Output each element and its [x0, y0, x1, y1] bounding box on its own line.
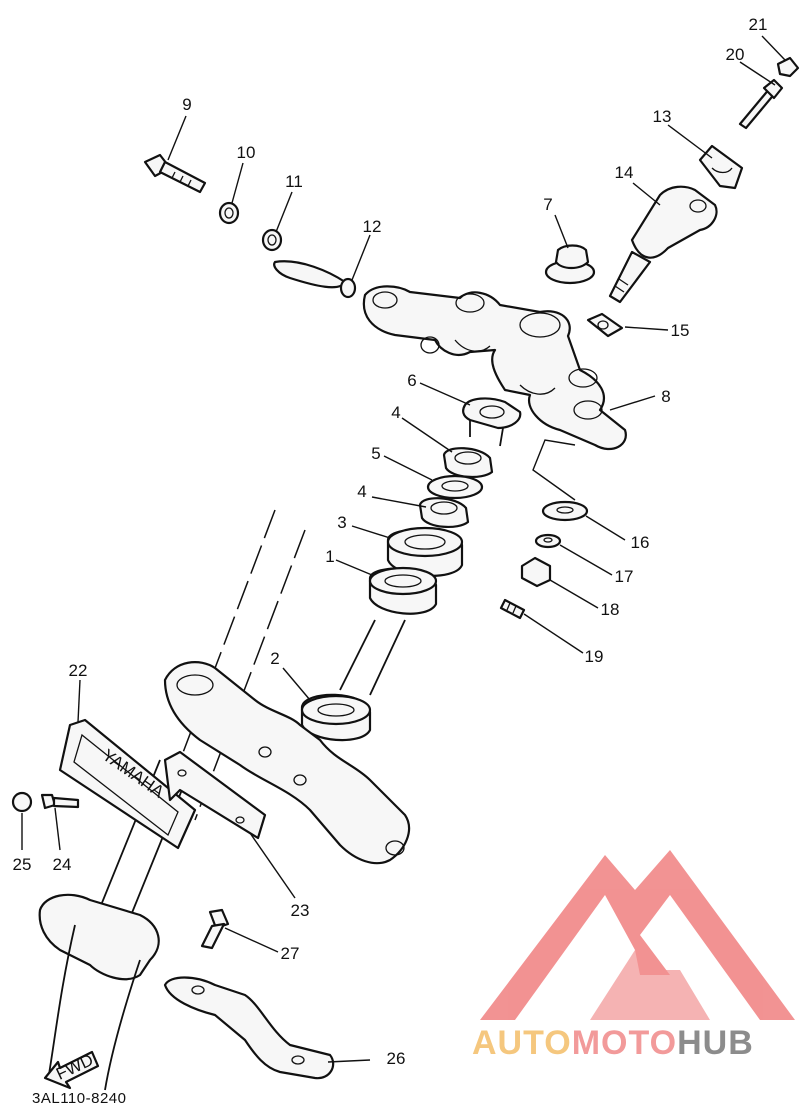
part-21-cap — [776, 56, 800, 78]
part-14-handlebar — [608, 185, 718, 304]
part-13-handlebar-holder — [698, 144, 744, 190]
callout-26: 26 — [387, 1049, 406, 1068]
diagram-code: 3AL110-8240 — [32, 1090, 127, 1107]
callout-6: 6 — [407, 371, 416, 390]
callout-27: 27 — [281, 944, 300, 963]
callout-3: 3 — [337, 513, 346, 532]
callout-10: 10 — [237, 143, 256, 162]
watermark-brand: AUTOMOTOHUB — [472, 1024, 754, 1063]
part-19-bolt — [499, 598, 526, 620]
part-18-nut — [520, 556, 552, 588]
part-12-clamp — [273, 260, 357, 299]
callout-23: 23 — [291, 901, 310, 920]
callout-5: 5 — [371, 444, 380, 463]
callout-11: 11 — [285, 172, 303, 191]
callout-4-upper: 4 — [391, 403, 400, 422]
callout-25: 25 — [13, 855, 32, 874]
part-9-bolt — [143, 153, 207, 194]
part-11-washer — [261, 228, 283, 252]
part-4-ring-nut-lower — [418, 497, 470, 528]
callout-13: 13 — [653, 107, 672, 126]
part-6-lock-washer — [462, 397, 522, 447]
part-5-washer — [426, 474, 484, 500]
part-2-lower-bearing — [300, 693, 372, 742]
callout-12: 12 — [363, 217, 382, 236]
callout-20: 20 — [726, 45, 745, 64]
part-27-bolt — [200, 908, 230, 950]
part-3-bearing-cover — [386, 526, 464, 577]
forward-arrow-icon: FWD — [43, 1050, 100, 1090]
part-4-ring-nut-upper — [442, 447, 494, 478]
part-17-washer — [534, 533, 562, 549]
callout-16: 16 — [631, 533, 650, 552]
watermark-brand-auto: AUTO — [472, 1024, 572, 1062]
callout-9: 9 — [182, 95, 191, 114]
part-25-nut — [11, 791, 33, 813]
callout-2: 2 — [270, 649, 279, 668]
part-26-fender-stay — [163, 976, 335, 1080]
part-15-washer — [586, 312, 624, 338]
part-24-bolt — [40, 793, 80, 810]
callout-labels: 1 2 3 4 4 5 6 7 8 9 10 11 12 13 14 15 16… — [13, 15, 768, 1068]
watermark-logo-icon — [480, 850, 795, 1020]
watermark-brand-hub: HUB — [677, 1024, 754, 1062]
part-7-cap-nut — [544, 244, 596, 285]
callout-14: 14 — [615, 163, 634, 182]
part-10-washer — [218, 201, 240, 225]
part-1-bearing — [368, 566, 438, 615]
callout-1: 1 — [325, 547, 334, 566]
part-20-bolt — [738, 78, 784, 130]
callout-8: 8 — [661, 387, 670, 406]
part-8-upper-bracket — [362, 285, 627, 451]
lower-fork-guard — [38, 893, 160, 1091]
callout-18: 18 — [601, 600, 620, 619]
leader-lines — [21, 35, 786, 1063]
callout-19: 19 — [585, 647, 604, 666]
callout-21: 21 — [749, 15, 768, 34]
part-16-washer — [541, 500, 589, 522]
part-23-emblem-bracket — [163, 750, 267, 840]
lower-bracket — [163, 661, 411, 865]
callout-15: 15 — [671, 321, 690, 340]
callout-22: 22 — [69, 661, 88, 680]
callout-4-lower: 4 — [357, 482, 366, 501]
callout-7: 7 — [543, 195, 552, 214]
watermark-brand-moto: MOTO — [571, 1024, 678, 1062]
callout-17: 17 — [615, 567, 634, 586]
callout-24: 24 — [53, 855, 72, 874]
